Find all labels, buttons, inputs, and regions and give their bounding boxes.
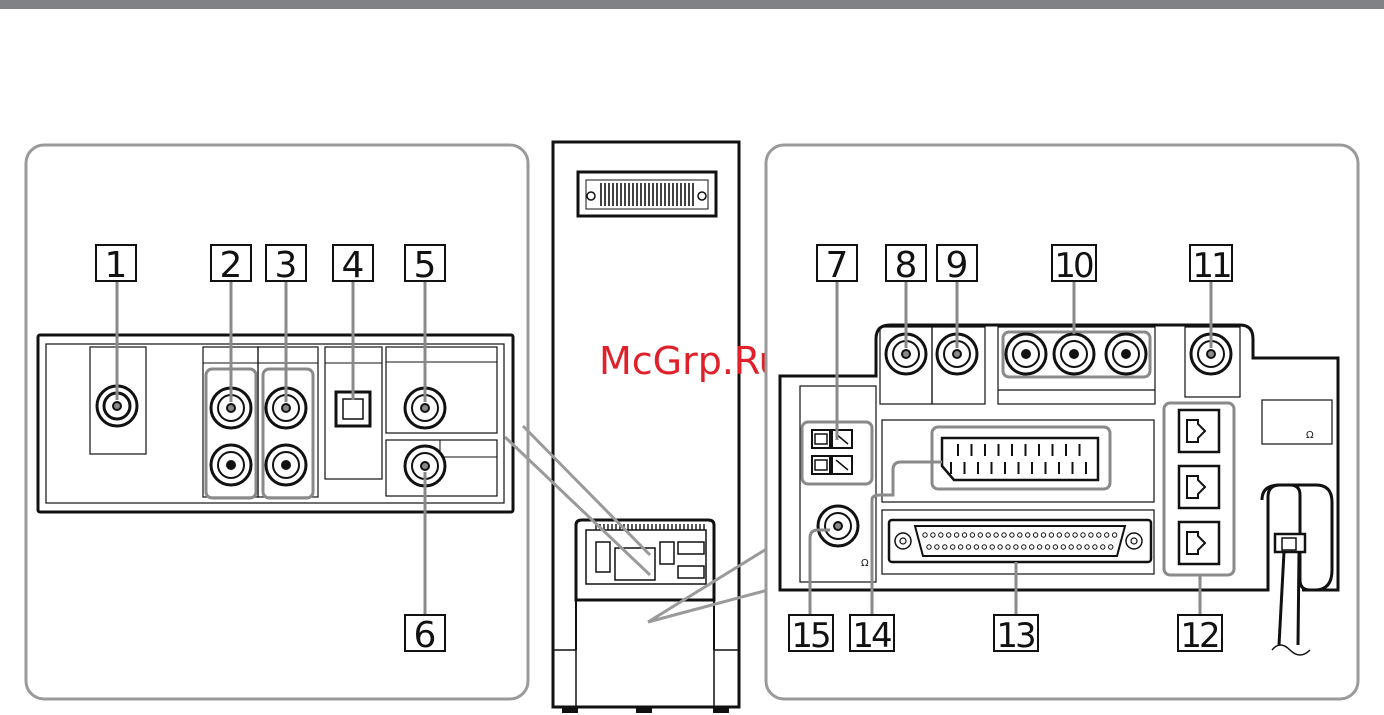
callout-8-label: 8 [895, 245, 918, 286]
callout-12-label: 12 [1180, 616, 1218, 656]
callout-2: 2 [211, 245, 251, 286]
vent-grille-icon [578, 172, 716, 216]
callout-2-label: 2 [220, 245, 243, 286]
scart-connector-icon [942, 438, 1098, 480]
callout-13-label: 13 [996, 616, 1034, 656]
modular-jack-icon [1179, 410, 1219, 452]
callout-7-label: 7 [826, 245, 849, 286]
callout-3: 3 [266, 245, 306, 286]
callout-11: 11 [1190, 245, 1232, 286]
rca-jack-icon [211, 445, 251, 485]
callout-1-label: 1 [105, 245, 128, 286]
callout-9-label: 9 [946, 245, 969, 286]
callout-3-label: 3 [275, 245, 298, 286]
rca-jack-icon [266, 445, 306, 485]
callout-4: 4 [333, 245, 373, 286]
callout-5: 5 [405, 245, 445, 286]
callout-9: 9 [937, 245, 977, 286]
rca-jack-icon [1106, 334, 1146, 374]
dsub-connector-icon [889, 520, 1151, 562]
modular-jack-icon [1179, 466, 1219, 508]
rca-jack-icon [1006, 334, 1046, 374]
ohm-label: Ω [1306, 430, 1314, 441]
callout-6-label: 6 [414, 615, 437, 656]
right-detail-panel: Ω Ω [766, 145, 1358, 699]
callout-12: 12 [1178, 615, 1222, 656]
callout-15-label: 15 [791, 616, 829, 656]
callout-5-label: 5 [414, 245, 437, 286]
callout-6: 6 [405, 615, 445, 656]
rca-jack-icon [1054, 334, 1094, 374]
callout-8: 8 [886, 245, 926, 286]
modular-jack-icon [1179, 522, 1219, 564]
watermark-text: McGrp.Ru [599, 339, 783, 383]
ohm-label-small: Ω [861, 558, 869, 569]
left-detail-panel: 1 2 3 4 5 6 [26, 145, 528, 699]
callout-14: 14 [850, 615, 894, 656]
callout-10-label: 10 [1054, 246, 1093, 286]
callout-11-label: 11 [1192, 246, 1230, 286]
callout-15: 15 [789, 615, 833, 656]
callout-10: 10 [1052, 245, 1096, 286]
callout-7: 7 [817, 245, 857, 286]
callout-13: 13 [994, 615, 1038, 656]
callout-1: 1 [96, 245, 136, 286]
callout-4-label: 4 [342, 245, 365, 286]
center-unit-body [553, 142, 739, 713]
callout-14-label: 14 [852, 616, 891, 656]
